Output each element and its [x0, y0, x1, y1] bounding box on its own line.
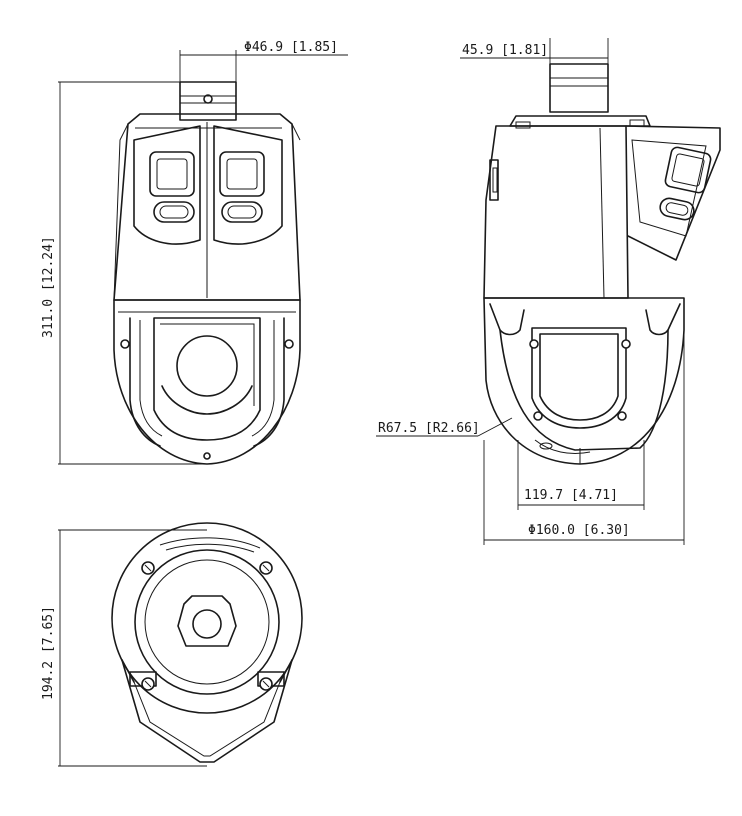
dim-front-mount-diameter: Φ46.9 [1.85]	[244, 40, 338, 55]
dim-side-inner-width: 119.7 [4.71]	[524, 488, 618, 503]
dim-front-height: 311.0 [12.24]	[41, 236, 56, 338]
dim-side-mount-width: 45.9 [1.81]	[462, 43, 548, 58]
front-view: Φ46.9 [1.85] 311.0 [12.24]	[41, 40, 348, 465]
bottom-view: 194.2 [7.65]	[41, 522, 303, 767]
dim-side-overall-diameter: Φ160.0 [6.30]	[528, 523, 630, 538]
dim-bottom-height: 194.2 [7.65]	[41, 606, 56, 700]
dim-side-radius: R67.5 [R2.66]	[378, 421, 480, 436]
side-view: 45.9 [1.81] R67.5 [R2.66] 119.7 [4.71] Φ…	[376, 38, 721, 545]
